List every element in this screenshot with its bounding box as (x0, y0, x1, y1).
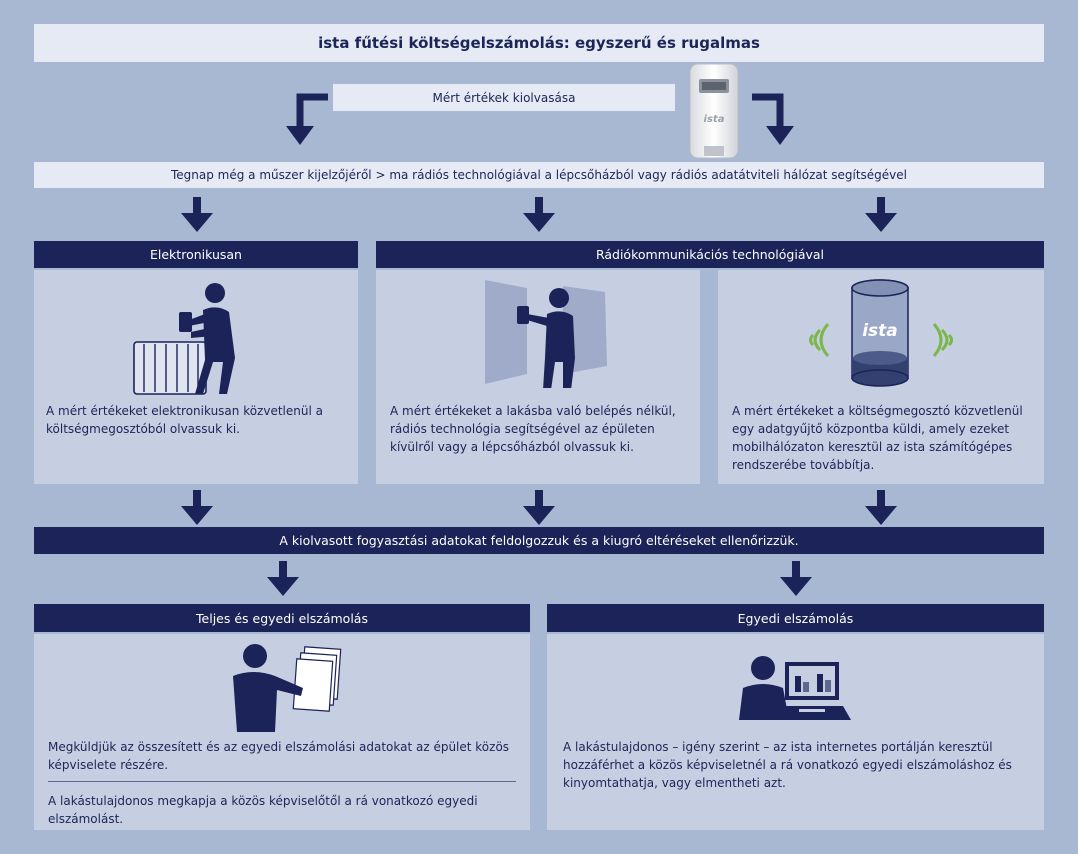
radio-building-panel: A mért értékeket a lakásba való belépés … (376, 270, 700, 484)
individual-billing-text: A lakástulajdonos – igény szerint – az i… (563, 740, 1012, 790)
full-billing-header-text: Teljes és egyedi elszámolás (196, 610, 368, 626)
person-radiator-icon (133, 283, 235, 395)
full-billing-panel: Megküldjük az összesített és az egyedi e… (34, 634, 530, 830)
arrow-down-icon (865, 490, 897, 525)
radio-header-text: Rádiókommunikációs technológiával (595, 247, 825, 262)
data-collector-icon: ista (851, 279, 909, 387)
arrow-down-icon (780, 561, 812, 596)
arrow-down-icon (865, 197, 897, 232)
electronic-header: Elektronikusan (34, 241, 358, 268)
electronic-text: A mért értékeket elektronikusan közvetle… (46, 404, 323, 436)
arrow-down-icon (181, 197, 213, 232)
individual-billing-header: Egyedi elszámolás (547, 604, 1044, 632)
processing-text: A kiolvasott fogyasztási adatokat feldol… (279, 533, 799, 548)
full-billing-text-2: A lakástulajdonos megkapja a közös képvi… (48, 794, 478, 826)
reading-label: Mért értékek kiolvasása (333, 84, 675, 111)
timeline-text: Tegnap még a műszer kijelzőjéről > ma rá… (171, 168, 907, 182)
individual-billing-header-text: Egyedi elszámolás (737, 610, 854, 626)
timeline-bar: Tegnap még a műszer kijelzőjéről > ma rá… (34, 162, 1044, 188)
svg-text:ista: ista (704, 114, 725, 125)
radio-signal-icon (809, 323, 830, 357)
page-title: ista fűtési költségelszámolás: egyszerű … (34, 24, 1044, 62)
electronic-header-text: Elektronikusan (150, 247, 242, 262)
heat-meter-device-icon: ista (689, 63, 739, 159)
full-billing-text-1: Megküldjük az összesített és az egyedi e… (48, 740, 510, 772)
radio-signal-icon (932, 323, 953, 357)
arrow-down-icon (523, 197, 555, 232)
reading-label-text: Mért értékek kiolvasása (432, 90, 576, 105)
radio-header: Rádiókommunikációs technológiával (376, 241, 1044, 268)
person-window-icon (485, 280, 607, 388)
arrow-down-icon (267, 561, 299, 596)
radio-building-text: A mért értékeket a lakásba való belépés … (390, 404, 676, 454)
individual-billing-panel: A lakástulajdonos – igény szerint – az i… (547, 634, 1044, 830)
radio-network-text: A mért értékeket a költségmegosztó közve… (732, 404, 1023, 472)
radio-network-panel: ista A mért értékeket a költségmegosztó … (718, 270, 1044, 484)
full-billing-header: Teljes és egyedi elszámolás (34, 604, 530, 632)
arrow-down-icon (181, 490, 213, 525)
arrow-down-icon (523, 490, 555, 525)
elbow-arrow-right-icon (752, 93, 794, 145)
svg-text:ista: ista (862, 321, 898, 341)
page-title-text: ista fűtési költségelszámolás: egyszerű … (318, 34, 760, 52)
person-laptop-icon (739, 656, 851, 720)
electronic-panel: A mért értékeket elektronikusan közvetle… (34, 270, 358, 484)
divider (48, 781, 516, 782)
elbow-arrow-left-icon (286, 93, 328, 145)
processing-bar: A kiolvasott fogyasztási adatokat feldol… (34, 527, 1044, 554)
person-documents-icon (233, 644, 342, 732)
